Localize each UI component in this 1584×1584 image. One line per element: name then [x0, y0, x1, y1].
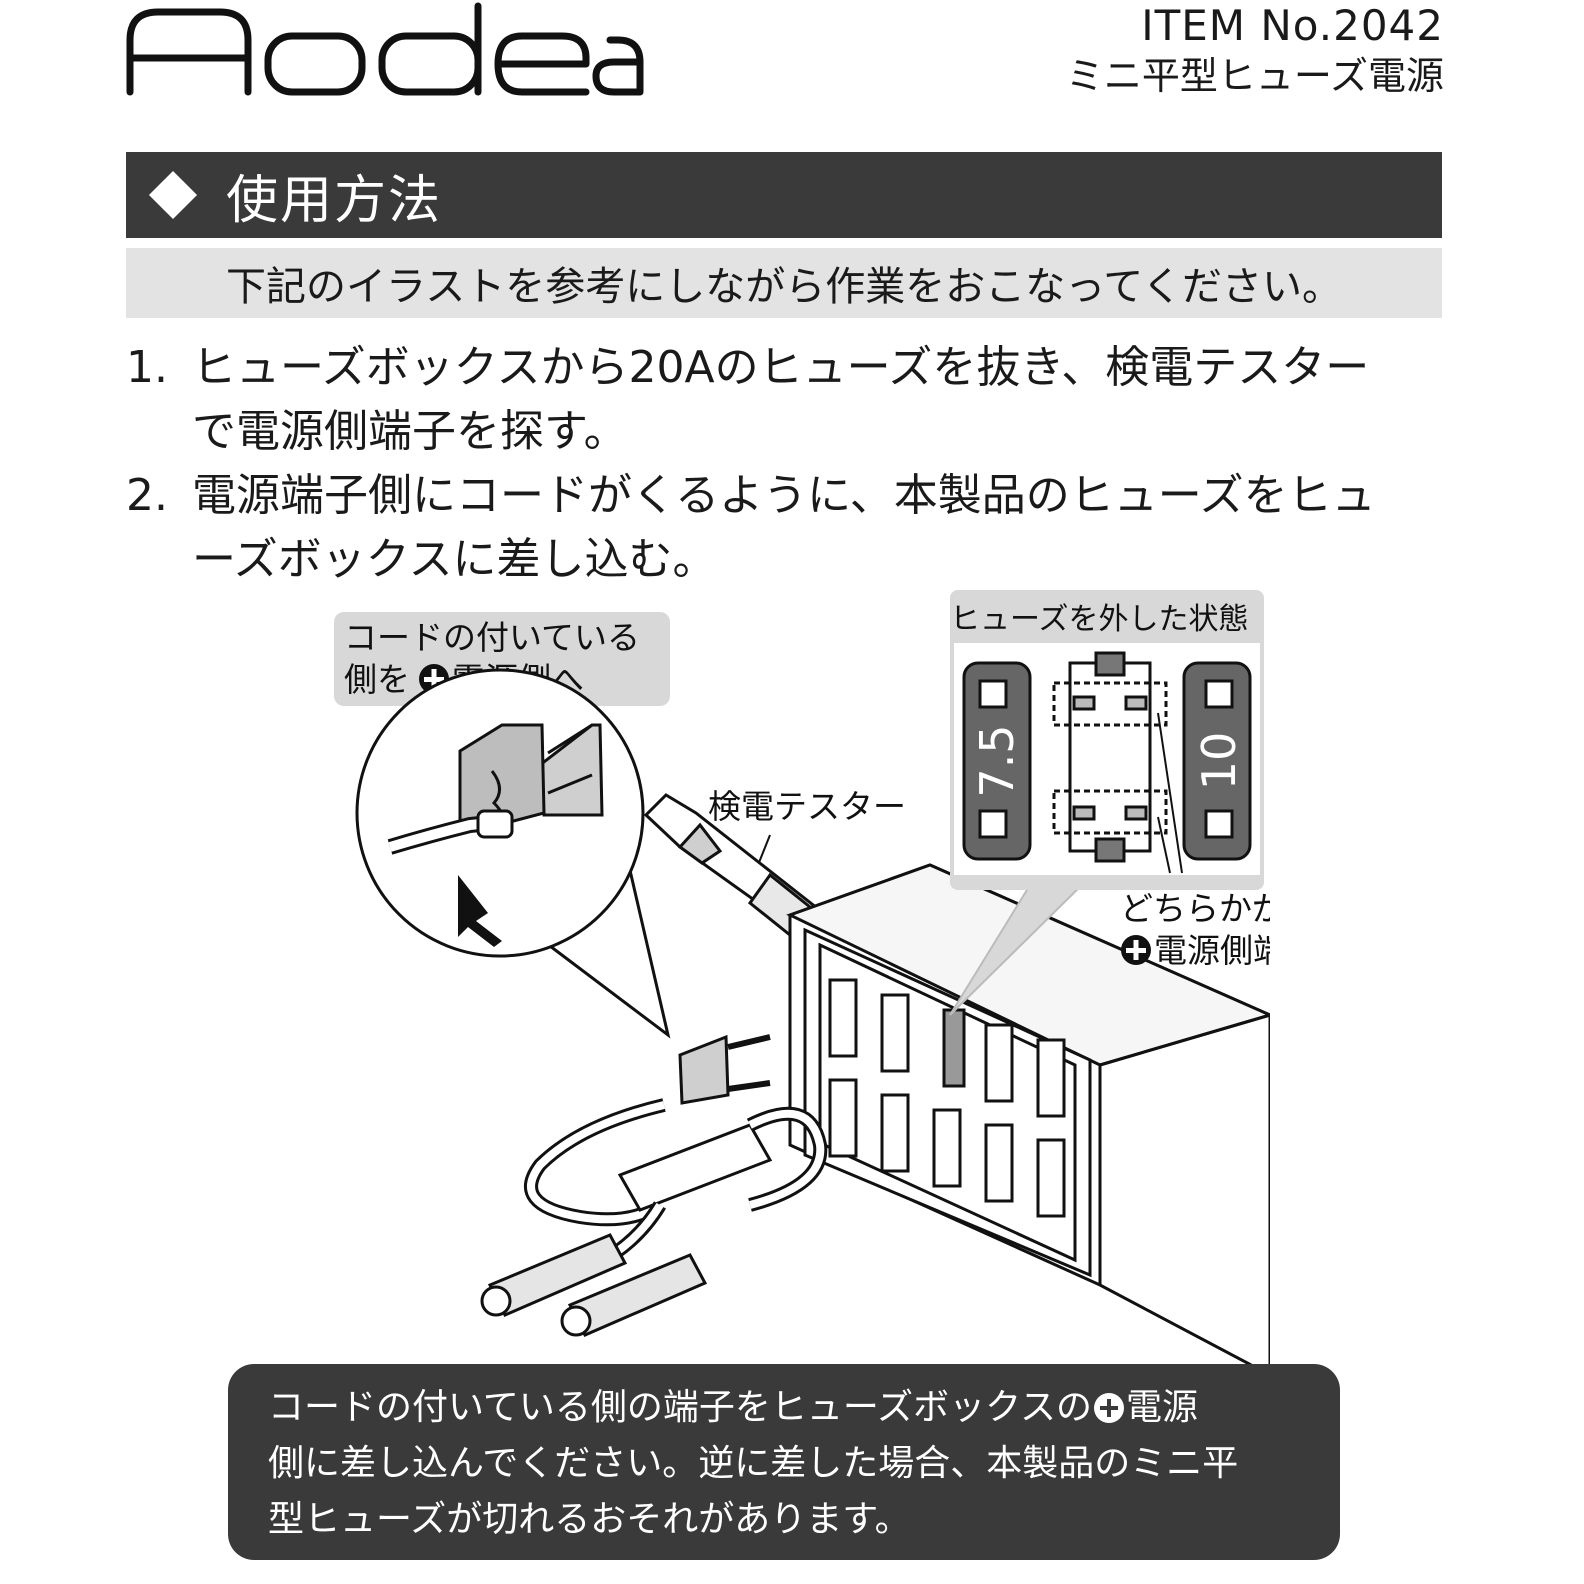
step-text: 電源端子側にコードがくるように、本製品のヒューズをヒュ ーズボックスに差し込む。 — [192, 464, 1442, 592]
intro-text: 下記のイラストを参考にしながら作業をおこなってください。 — [226, 264, 1342, 310]
tester-label: 検電テスター — [708, 787, 906, 826]
fuse-left — [962, 661, 1032, 861]
item-number: ITEM No.2042 — [1141, 1, 1444, 50]
product-name: ミニ平型ヒューズ電源 — [1065, 54, 1444, 98]
diamond-icon — [148, 170, 198, 220]
inset-title: ヒューズを外した状態 — [950, 602, 1249, 637]
plus-circle-icon — [1121, 935, 1151, 965]
arrow-up-icon — [458, 875, 502, 947]
fuse-slots — [828, 978, 1066, 1218]
empty-slot — [1052, 651, 1168, 863]
callout-label-box — [334, 612, 670, 706]
magnified-fuse — [387, 723, 604, 855]
warning-line-3: 型ヒューズが切れるおそれがあります。 — [268, 1499, 911, 1540]
step-line: 電源端子側にコードがくるように、本製品のヒューズをヒュ — [192, 470, 1376, 521]
step-item: 2. 電源端子側にコードがくるように、本製品のヒューズをヒュ ーズボックスに差し… — [126, 464, 1446, 592]
step-line: ーズボックスに差し込む。 — [192, 534, 717, 585]
fuse-right-rating: 10 — [1192, 732, 1246, 791]
section-title-bar: 使用方法 — [126, 152, 1442, 238]
step-number: 2. — [126, 470, 168, 521]
step-line: ヒューズボックスから20Aのヒューズを抜き、検電テスター — [192, 342, 1370, 393]
warning-text: 電源 — [1126, 1387, 1199, 1428]
warning-line-1: コードの付いている側の端子をヒューズボックスの電源 — [268, 1380, 1300, 1436]
step-item: 1. ヒューズボックスから20Aのヒューズを抜き、検電テスター で電源側端子を探… — [126, 336, 1446, 464]
step-line: で電源側端子を探す。 — [192, 406, 628, 457]
installation-illustration: コードの付いている 側を 電源側へ 検電テスター — [334, 590, 1270, 1375]
fuse-right — [1182, 661, 1252, 861]
section-title: 使用方法 — [226, 170, 443, 231]
step-text: ヒューズボックスから20Aのヒューズを抜き、検電テスター で電源側端子を探す。 — [192, 336, 1442, 464]
step-list: 1. ヒューズボックスから20Aのヒューズを抜き、検電テスター で電源側端子を探… — [126, 336, 1446, 592]
step-number: 1. — [126, 342, 168, 393]
warning-text: コードの付いている側の端子をヒューズボックスの — [268, 1387, 1093, 1428]
warning-box: コードの付いている側の端子をヒューズボックスの電源 側に差し込んでください。逆に… — [228, 1364, 1340, 1560]
either-label: どちらかが — [1120, 889, 1270, 928]
intro-banner: 下記のイラストを参考にしながら作業をおこなってください。 — [126, 248, 1442, 318]
warning-line-2: 側に差し込んでください。逆に差した場合、本製品のミニ平 — [268, 1443, 1239, 1484]
plus-circle-icon — [1094, 1393, 1125, 1423]
brand-logo — [126, 2, 644, 96]
callout-text-line2a: 側を — [344, 660, 410, 699]
callout-text-line1: コードの付いている — [344, 618, 640, 657]
mini-fuse-product — [480, 1034, 828, 1337]
terminal-label: 電源側端子 — [1154, 931, 1270, 970]
fuse-left-rating: 7.5 — [970, 724, 1024, 797]
